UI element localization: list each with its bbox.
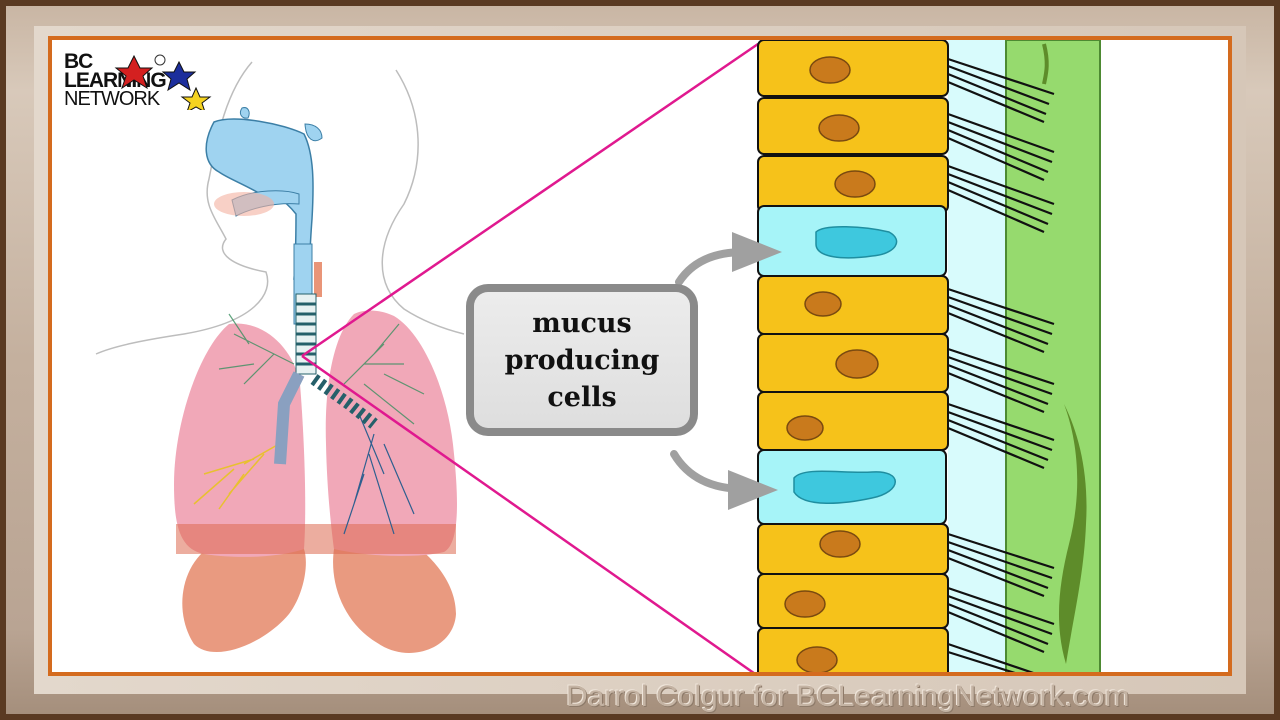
- callout-line-3: cells: [547, 381, 617, 413]
- ciliated-cell: [757, 275, 949, 335]
- callout-line-1: mucus: [532, 307, 632, 339]
- ciliated-cell: [757, 40, 949, 97]
- zoom-lines: [301, 42, 759, 672]
- author-watermark: Darrol Colgur for BCLearningNetwork.com: [566, 680, 1130, 713]
- stars-icon: [114, 54, 212, 110]
- epithelium-closeup: [757, 40, 1101, 672]
- cilia: [947, 57, 1055, 672]
- callout-line-2: producing: [504, 344, 660, 376]
- ciliated-cell: [757, 627, 949, 672]
- mucus-cells-callout: mucus producing cells: [466, 284, 698, 436]
- ciliated-cell: [757, 391, 949, 451]
- arrowheads: [728, 232, 782, 510]
- nuclei: [784, 56, 879, 672]
- lungs-illustration: [174, 293, 457, 653]
- diagram-board: BC LEARNING NETWORK mucus producing cell…: [48, 36, 1232, 676]
- logo-line-network: NETWORK: [64, 88, 160, 110]
- trachea: [274, 293, 378, 465]
- airway-upper: [205, 107, 323, 325]
- diagram-canvas: [95, 40, 1101, 672]
- goblet-nuclei: [793, 225, 898, 504]
- bc-learning-network-logo: BC LEARNING NETWORK: [64, 50, 212, 110]
- logo-line-bc: BC: [64, 50, 93, 73]
